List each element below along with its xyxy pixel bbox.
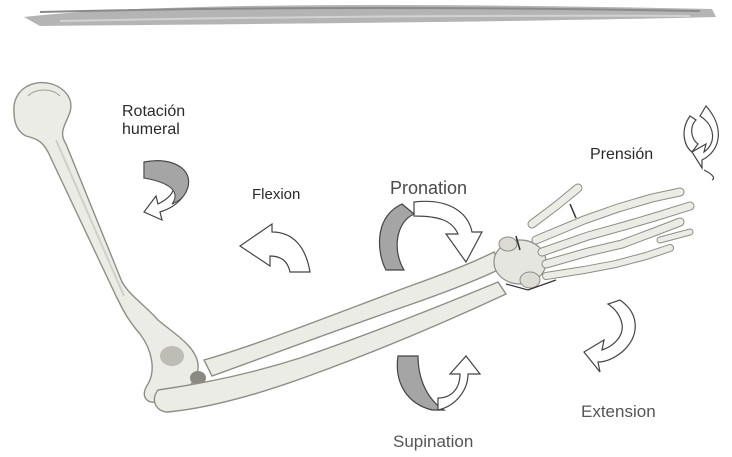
prension-arrow-icon (684, 106, 718, 180)
extension-arrow-icon (584, 300, 635, 372)
hand-bones (494, 188, 690, 290)
rotacion-humeral-label: Rotación humeral (122, 103, 185, 139)
supination-label: Supination (393, 432, 473, 451)
flexion-arrow-icon (240, 224, 310, 272)
prension-label: Prensión (590, 146, 653, 164)
supination-arrow-icon (397, 356, 480, 410)
brush-stroke-banner (24, 5, 716, 26)
rotacion-label-line1: Rotación (122, 103, 185, 121)
extension-label: Extension (581, 402, 656, 421)
rotacion-label-line2: humeral (122, 121, 185, 139)
flexion-label: Flexion (252, 187, 300, 204)
rotation-arrow-icon (144, 161, 189, 220)
pronation-arrow-icon (379, 201, 482, 270)
pronation-label: Pronation (390, 178, 467, 198)
